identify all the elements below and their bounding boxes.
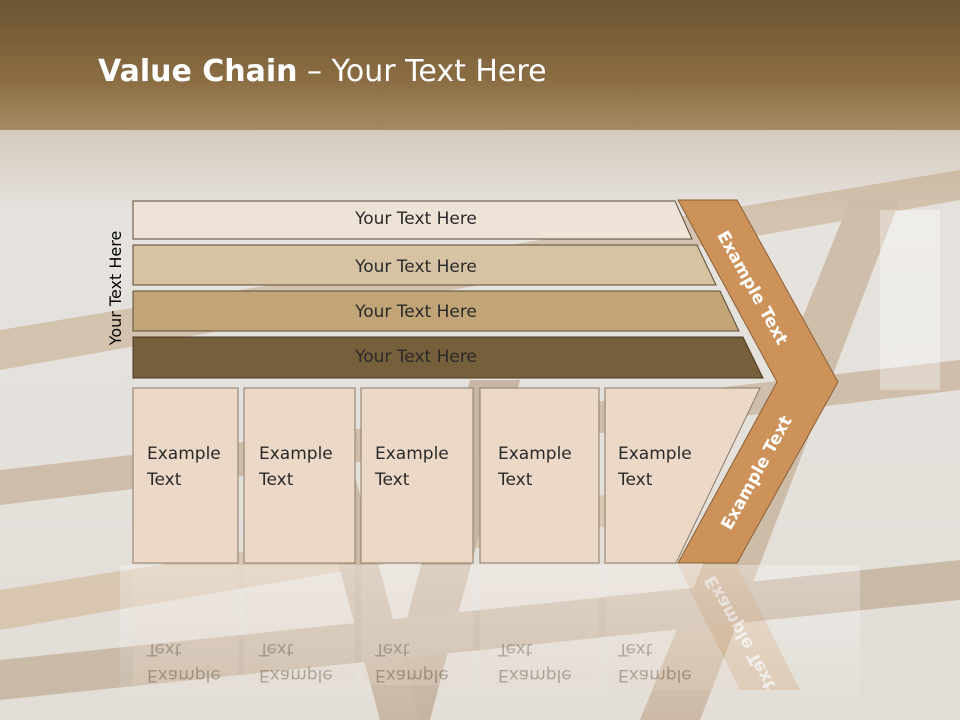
chevron-arrow [677,199,839,564]
activity-box-3-line1: Example [375,444,449,464]
activity-box-2 [243,387,356,564]
activity-box-1-line1: Example [147,444,221,464]
band-2-label: Your Text Here [354,257,477,277]
band-group: Your Text Here Your Text Here Your Text … [132,200,764,379]
activity-box-1 [132,387,239,564]
side-label: Your Text Here [106,231,125,347]
activity-box-4 [479,387,600,564]
band-2 [132,244,717,286]
band-4-label: Your Text Here [354,347,477,367]
title-bold: Value Chain [98,54,298,89]
activity-box-3-line2: Text [374,470,410,490]
activity-box-3 [360,387,474,564]
band-3-label: Your Text Here [354,302,477,322]
activity-box-5 [604,387,761,564]
band-3 [132,290,740,332]
activity-box-2-line1: Example [259,444,333,464]
slide-title: Value Chain – Your Text Here [98,54,547,89]
activity-box-5-line1: Example [618,444,692,464]
activity-box-2-line2: Text [258,470,294,490]
band-1 [132,200,693,240]
band-1-label: Your Text Here [354,209,477,229]
activity-box-4-line2: Text [497,470,533,490]
activity-box-5-line2: Text [617,470,653,490]
activity-box-1-line2: Text [146,470,182,490]
title-rest: – Your Text Here [297,54,547,89]
activity-box-4-line1: Example [498,444,572,464]
activity-boxes: Example Text Example Text Example Text E… [132,387,761,564]
band-4 [132,336,764,379]
